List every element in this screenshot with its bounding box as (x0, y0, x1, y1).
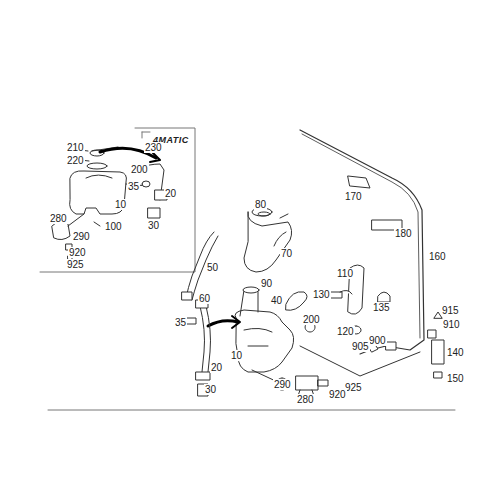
callout-number: 200 (130, 164, 149, 175)
callout-number: 60 (198, 293, 211, 304)
callout-number: 925 (344, 382, 363, 393)
callout-number: 100 (104, 221, 123, 232)
callout-number: 905 (351, 341, 370, 352)
callout-number: 230 (144, 142, 163, 153)
callout-number: 920 (68, 247, 87, 258)
callout-number: 150 (446, 373, 465, 384)
callout-number: 35 (174, 317, 187, 328)
callout-number: 915 (441, 305, 460, 316)
callout-number: 20 (164, 188, 177, 199)
callout-number: 920 (328, 389, 347, 400)
callout-number: 900 (368, 335, 387, 346)
callout-number: 30 (147, 220, 160, 231)
callout-number: 40 (270, 295, 283, 306)
callout-number: 160 (428, 251, 447, 262)
callout-number: 110 (336, 268, 354, 279)
callout-number: 20 (210, 362, 223, 373)
callout-number: 290 (72, 231, 91, 242)
callout-number: 220 (66, 155, 85, 166)
callout-number: 10 (230, 350, 243, 361)
callout-number: 290 (273, 379, 292, 390)
callout-number: 170 (344, 191, 363, 202)
callout-number: 140 (446, 347, 465, 358)
callout-number: 70 (280, 248, 293, 259)
callout-number: 130 (312, 289, 331, 300)
callout-number: 120 (336, 326, 355, 337)
callout-number: 50 (206, 262, 219, 273)
callout-number: 910 (442, 319, 461, 330)
callout-number: 200 (302, 314, 321, 325)
callout-number: 135 (372, 302, 391, 313)
callout-number: 90 (260, 278, 273, 289)
callout-number: 280 (296, 394, 315, 405)
callout-number: 80 (254, 199, 267, 210)
callout-number: 925 (66, 259, 85, 270)
callout-number: 280 (49, 213, 68, 224)
callout-number: 210 (66, 142, 85, 153)
callout-number: 30 (204, 384, 217, 395)
callout-number: 10 (114, 199, 127, 210)
callout-number: 35 (127, 181, 140, 192)
callout-number: 180 (394, 228, 413, 239)
